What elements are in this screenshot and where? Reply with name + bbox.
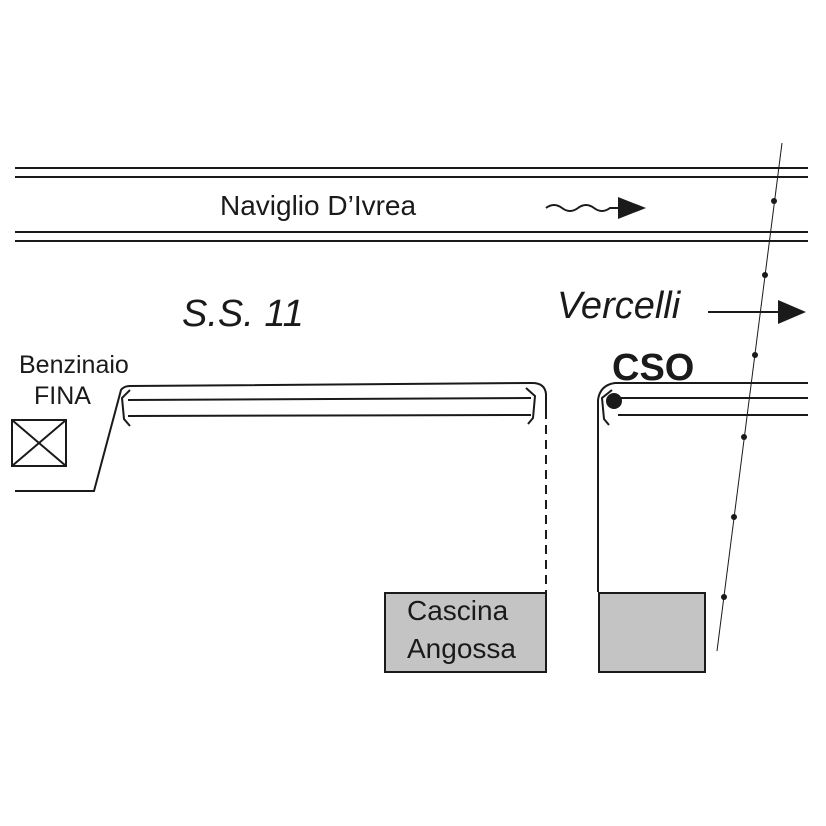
direction-arrow-icon <box>708 300 806 324</box>
road-label: S.S. 11 <box>182 293 304 335</box>
station-label-line1: Benzinaio <box>19 351 129 379</box>
farm-building <box>384 592 547 673</box>
canal <box>15 167 808 242</box>
farm-label-line2: Angossa <box>407 633 516 664</box>
road-east <box>597 382 808 592</box>
cso-marker-icon <box>606 393 622 409</box>
station-box-icon <box>11 419 67 467</box>
direction-label: Vercelli <box>557 285 682 327</box>
flow-arrow-icon <box>545 197 646 219</box>
cso-label: CSO <box>612 347 694 389</box>
cso-building <box>598 592 706 673</box>
canal-label: Naviglio D’Ivrea <box>220 190 416 221</box>
road-west <box>15 381 547 592</box>
station-label-line2: FINA <box>34 382 91 410</box>
farm-label-line1: Cascina <box>407 595 509 626</box>
